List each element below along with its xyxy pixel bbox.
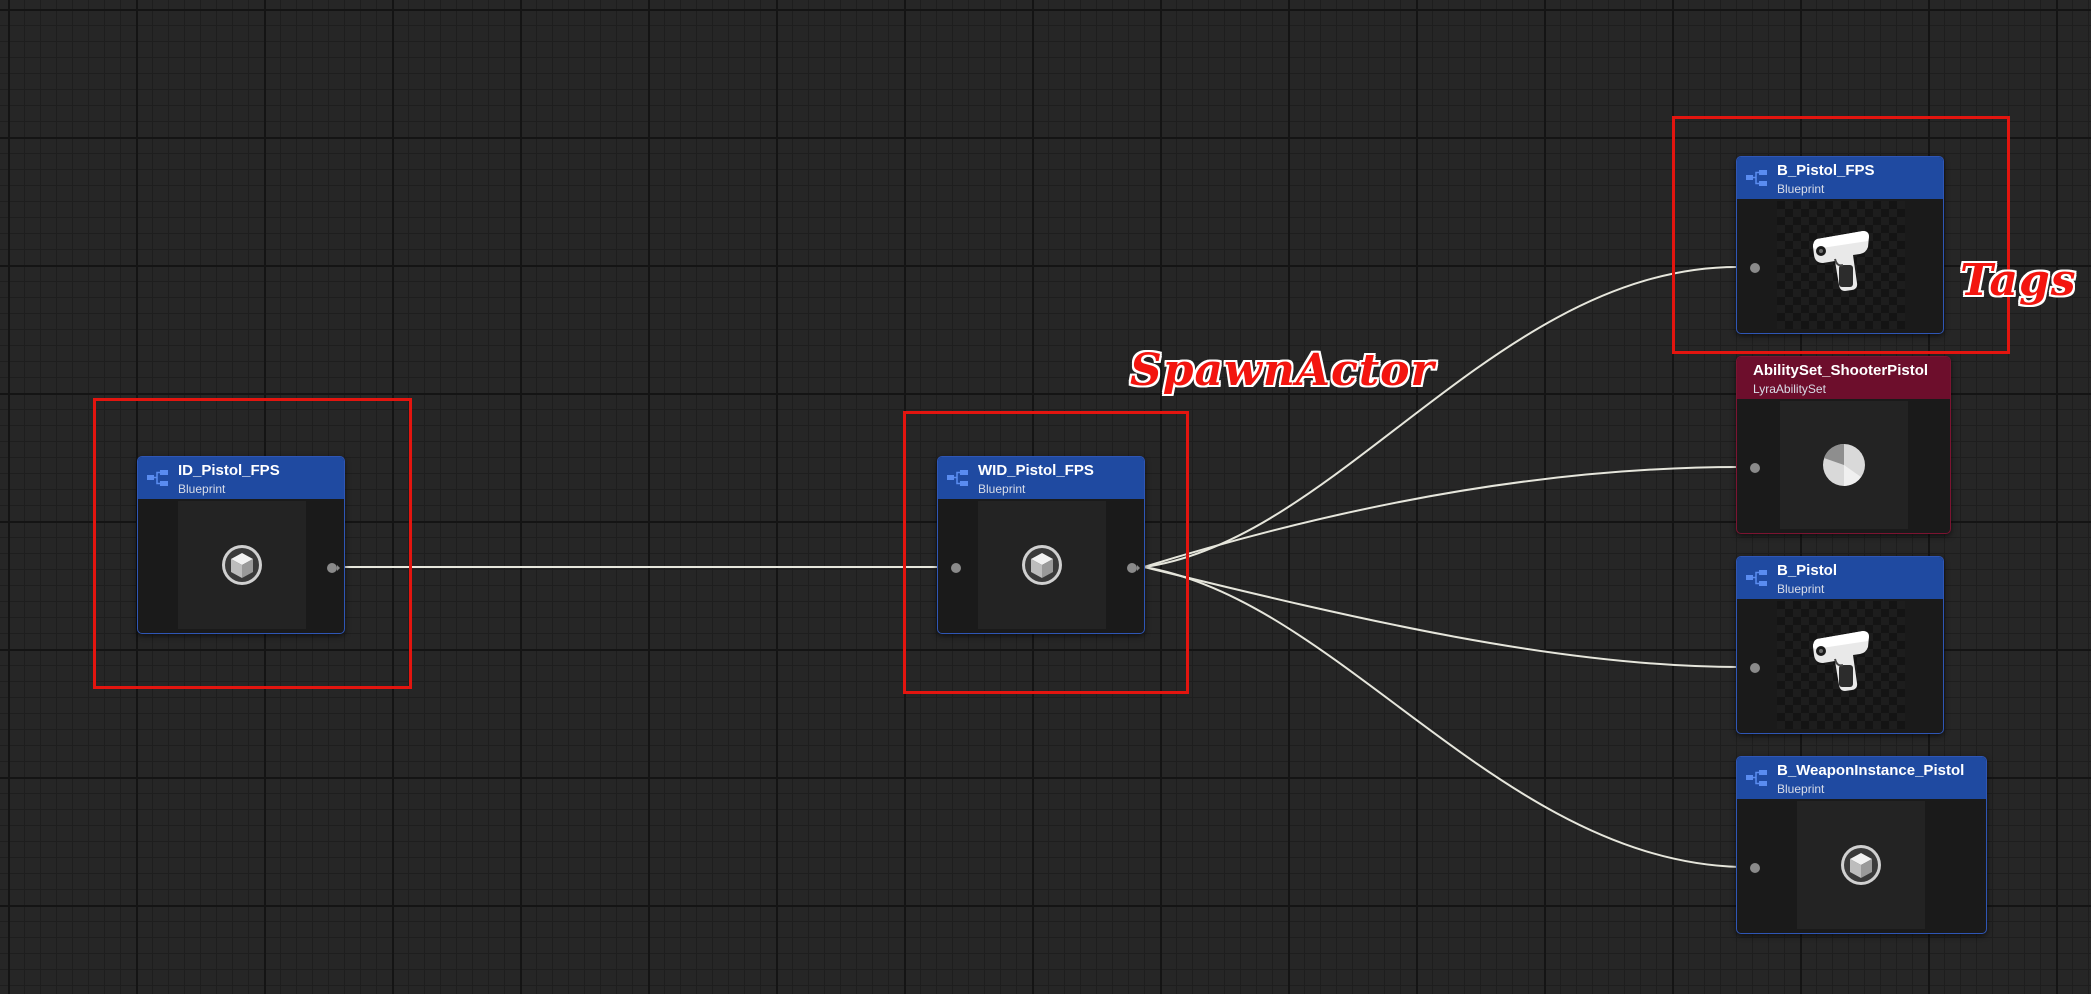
node-ability-set-shooter-pistol[interactable]: AbilitySet_ShooterPistol LyraAbilitySet xyxy=(1736,356,1951,534)
pistol-icon xyxy=(1813,631,1869,691)
node-wid-pistol-fps[interactable]: WID_Pistol_FPS Blueprint xyxy=(937,456,1145,634)
annotation-box-wid-pistol-fps xyxy=(903,411,1189,694)
blueprint-cube-icon xyxy=(222,545,262,585)
annotation-label-spawn-actor: SpawnActor xyxy=(1130,345,1435,396)
blueprint-hierarchy-icon xyxy=(1746,770,1767,786)
node-title: WID_Pistol_FPS xyxy=(978,462,1094,479)
input-pin[interactable] xyxy=(948,561,962,575)
node-header: B_Pistol Blueprint xyxy=(1737,557,1943,599)
node-title: ID_Pistol_FPS xyxy=(178,462,280,479)
node-header: AbilitySet_ShooterPistol LyraAbilitySet xyxy=(1737,357,1950,399)
output-pin[interactable] xyxy=(1126,561,1140,575)
pie-icon xyxy=(1823,443,1865,486)
input-pin[interactable] xyxy=(1747,861,1761,875)
node-thumbnail xyxy=(978,501,1106,629)
node-subtitle: LyraAbilitySet xyxy=(1753,382,1826,396)
node-header: B_Pistol_FPS Blueprint xyxy=(1737,157,1943,199)
annotation-box-id-pistol-fps xyxy=(93,398,412,689)
wire-wid-to-ability-set xyxy=(1143,466,1741,568)
blueprint-hierarchy-icon xyxy=(147,470,168,486)
node-title: B_Pistol_FPS xyxy=(1777,162,1875,179)
input-pin[interactable] xyxy=(1747,661,1761,675)
node-subtitle: Blueprint xyxy=(1777,782,1825,796)
node-thumbnail xyxy=(1797,801,1925,929)
node-thumbnail xyxy=(178,501,306,629)
node-subtitle: Blueprint xyxy=(178,482,226,496)
node-thumbnail xyxy=(1777,601,1905,729)
pistol-icon xyxy=(1813,231,1869,291)
blueprint-cube-icon xyxy=(1022,545,1062,585)
node-header: B_WeaponInstance_Pistol Blueprint xyxy=(1737,757,1986,799)
node-id-pistol-fps[interactable]: ID_Pistol_FPS Blueprint xyxy=(137,456,345,634)
node-b-pistol-fps[interactable]: B_Pistol_FPS Blueprint xyxy=(1736,156,1944,334)
node-thumbnail xyxy=(1777,201,1905,329)
node-header: ID_Pistol_FPS Blueprint xyxy=(138,457,344,499)
wire-wid-to-b-pistol-fps xyxy=(1143,265,1741,568)
node-thumbnail xyxy=(1780,401,1908,529)
wire-wid-to-b-pistol xyxy=(1143,566,1741,668)
node-subtitle: Blueprint xyxy=(1777,182,1825,196)
node-b-pistol[interactable]: B_Pistol Blueprint xyxy=(1736,556,1944,734)
blueprint-hierarchy-icon xyxy=(1746,170,1767,186)
annotation-label-tags: Tags xyxy=(1960,255,2077,306)
node-subtitle: Blueprint xyxy=(978,482,1026,496)
blueprint-hierarchy-icon xyxy=(947,470,968,486)
node-b-weapon-instance-pistol[interactable]: B_WeaponInstance_Pistol Blueprint xyxy=(1736,756,1987,934)
annotation-box-b-pistol-fps xyxy=(1672,116,2010,354)
output-pin[interactable] xyxy=(326,561,340,575)
node-header: WID_Pistol_FPS Blueprint xyxy=(938,457,1144,499)
blueprint-hierarchy-icon xyxy=(1746,570,1767,586)
input-pin[interactable] xyxy=(1747,261,1761,275)
node-title: B_Pistol xyxy=(1777,562,1838,579)
node-subtitle: Blueprint xyxy=(1777,582,1825,596)
blueprint-cube-icon xyxy=(1841,845,1881,885)
input-pin[interactable] xyxy=(1747,461,1761,475)
node-title: B_WeaponInstance_Pistol xyxy=(1777,762,1965,779)
wire-wid-to-weapon-instance xyxy=(1143,566,1741,868)
node-title: AbilitySet_ShooterPistol xyxy=(1753,362,1929,379)
